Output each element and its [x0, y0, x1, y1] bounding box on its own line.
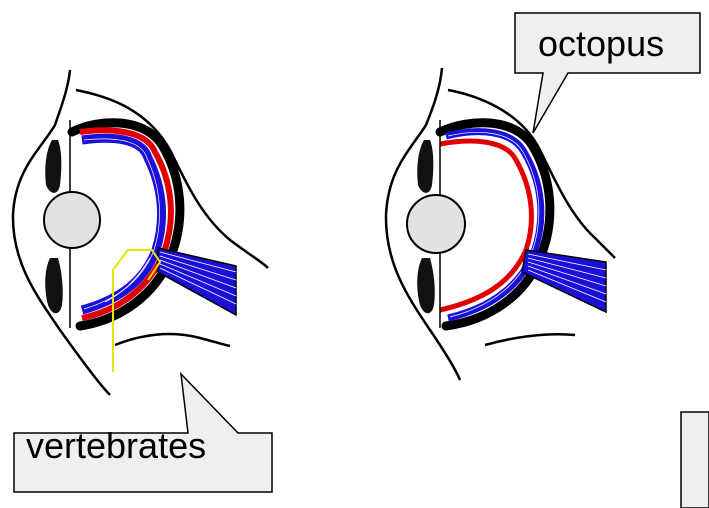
vertebrate-socket-outline-lower [115, 334, 230, 346]
octopus-lower-iris [417, 258, 435, 313]
vertebrate-optic-nerve [158, 248, 236, 315]
vertebrate-eye [13, 70, 268, 395]
octopus-eye [386, 68, 615, 380]
third-callout-box-partial [681, 412, 709, 508]
octopus-label: octopus [538, 26, 664, 62]
octopus-socket-outline-lower [485, 334, 575, 345]
vertebrate-lens [44, 192, 100, 248]
octopus-lens [407, 195, 465, 253]
vertebrate-upper-iris [45, 140, 61, 193]
vertebrate-lower-iris [45, 258, 63, 313]
vertebrates-label: vertebrates [26, 428, 206, 464]
octopus-upper-iris [417, 140, 433, 193]
